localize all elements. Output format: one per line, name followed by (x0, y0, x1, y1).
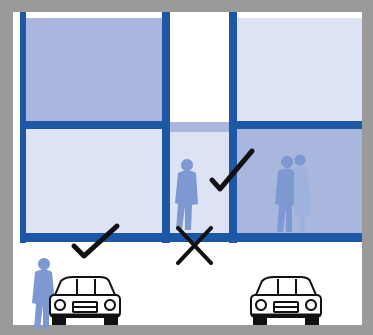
car-icon (251, 277, 321, 324)
transom-middle (170, 122, 230, 132)
pane-top-middle (170, 18, 230, 122)
car-icon (50, 277, 120, 324)
pane-top-right (236, 18, 362, 122)
pane-top-left (25, 18, 163, 122)
mullion-mid-right (229, 12, 237, 243)
mullion-mid-left (162, 12, 170, 243)
transom-right (236, 121, 362, 129)
pane-bottom-left (25, 129, 163, 234)
transom-left (20, 121, 163, 129)
